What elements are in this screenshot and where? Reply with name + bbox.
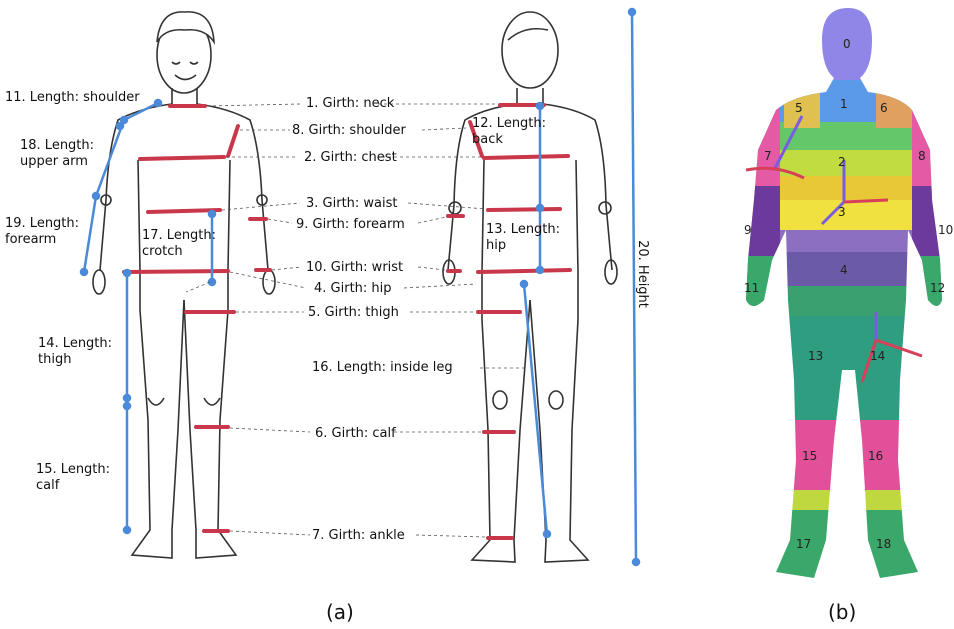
label-wrist: 10. Girth: wrist <box>306 260 404 275</box>
label-calf-length: 15. Length: calf <box>36 462 111 493</box>
label-back-length: 12. Length: back <box>472 116 547 147</box>
seg-4: 4 <box>840 263 848 277</box>
seg-2: 2 <box>838 155 846 169</box>
seg-0: 0 <box>843 37 851 51</box>
seg-18: 18 <box>876 537 891 551</box>
label-forearm-length: 19. Length: forearm <box>5 216 80 247</box>
seg-15: 15 <box>802 449 817 463</box>
label-shoulder-length: 11. Length: shoulder <box>5 90 140 105</box>
label-neck: 1. Girth: neck <box>306 96 395 111</box>
label-upper-arm: 18. Length: upper arm <box>20 138 95 169</box>
seg-14: 14 <box>870 349 885 363</box>
seg-13: 13 <box>808 349 823 363</box>
label-thigh-girth: 5. Girth: thigh <box>308 305 399 320</box>
label-ankle: 7. Girth: ankle <box>312 528 405 543</box>
label-hip-length: 13. Length: hip <box>486 222 561 253</box>
seg-16: 16 <box>868 449 883 463</box>
back-figure <box>442 11 618 563</box>
seg-6: 6 <box>880 101 888 115</box>
leader-lines <box>185 103 528 538</box>
label-shoulder-girth: 8. Girth: shoulder <box>292 123 406 138</box>
label-forearm-girth: 9. Girth: forearm <box>296 217 405 232</box>
caption-a: (a) <box>326 600 354 624</box>
seg-7: 7 <box>764 149 772 163</box>
label-inside-leg: 16. Length: inside leg <box>312 360 453 375</box>
segment-numbers: 0 1 2 3 4 5 6 7 8 9 10 11 12 13 14 15 16… <box>744 37 953 551</box>
label-height: 20. Height <box>634 240 650 308</box>
segmented-body <box>745 8 942 578</box>
label-thigh-length: 14. Length: thigh <box>38 336 113 367</box>
seg-12: 12 <box>930 281 945 295</box>
seg-17: 17 <box>796 537 811 551</box>
seg-9: 9 <box>744 223 752 237</box>
seg-5: 5 <box>795 101 803 115</box>
label-crotch-length: 17. Length: crotch <box>142 228 217 259</box>
length-lines <box>79 7 641 567</box>
seg-11: 11 <box>744 281 759 295</box>
label-chest: 2. Girth: chest <box>304 150 397 165</box>
seg-3: 3 <box>838 205 846 219</box>
seg-8: 8 <box>918 149 926 163</box>
label-calf-girth: 6. Girth: calf <box>315 426 396 441</box>
label-hip: 4. Girth: hip <box>314 281 392 296</box>
girth-bars <box>122 103 572 540</box>
seg-10: 10 <box>938 223 953 237</box>
seg-1: 1 <box>840 97 848 111</box>
label-waist: 3. Girth: waist <box>306 196 398 211</box>
caption-b: (b) <box>828 600 857 624</box>
